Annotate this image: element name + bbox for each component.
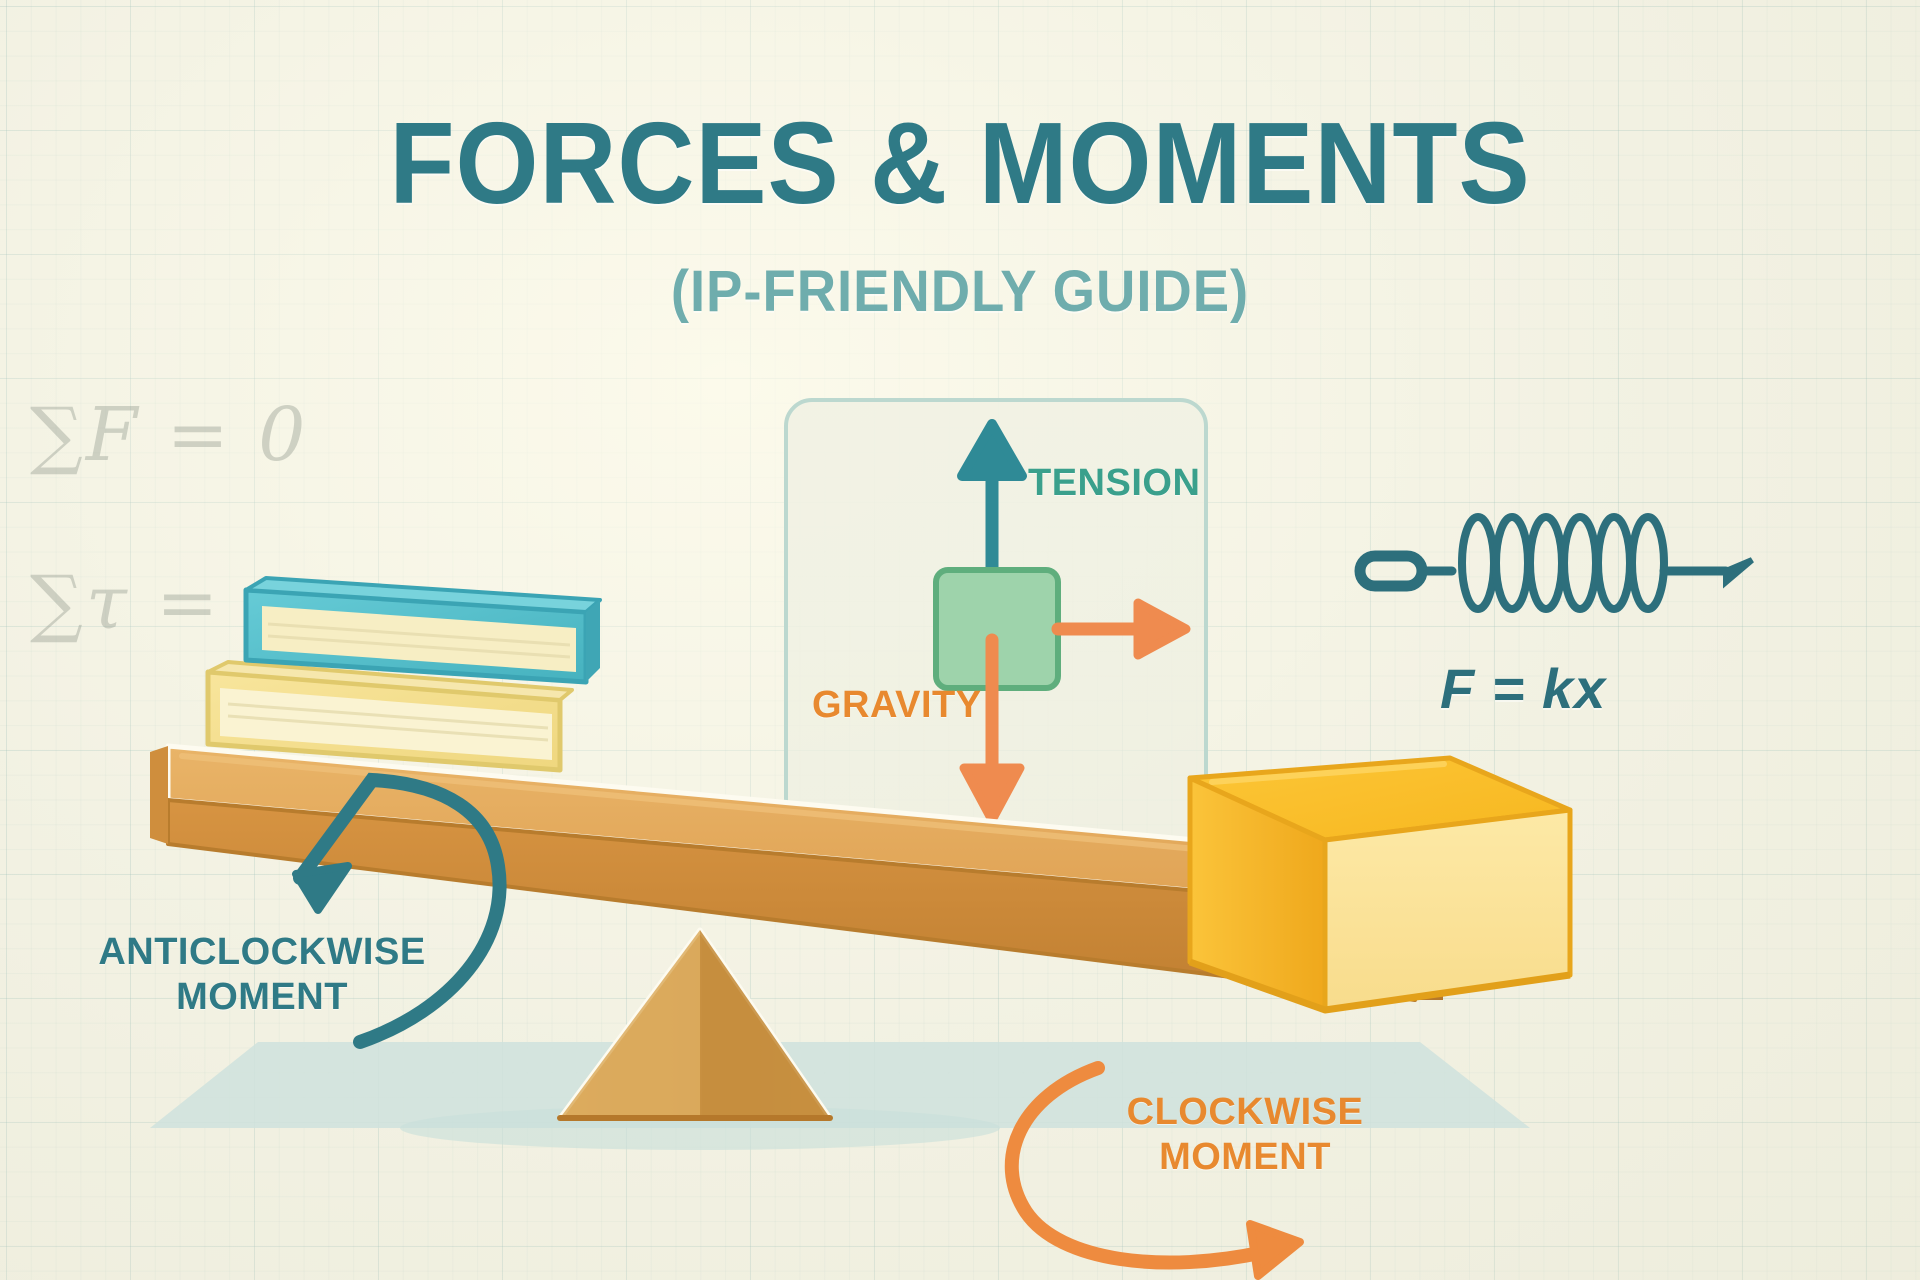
fulcrum-triangle [557, 927, 833, 1121]
anticlockwise-arrow-icon [292, 772, 507, 1049]
yellow-crate [1187, 755, 1573, 1014]
spring-icon [1354, 513, 1754, 613]
book-bottom-cream [205, 660, 574, 773]
book-stack [205, 576, 602, 773]
applied-force-arrow-icon [1051, 598, 1191, 660]
gravity-arrow-icon [959, 633, 1025, 825]
clockwise-arrow-icon [1004, 1061, 1304, 1280]
free-body-forces [933, 419, 1191, 825]
book-top-teal [243, 576, 602, 685]
ground-shadow-group [150, 1042, 1530, 1150]
